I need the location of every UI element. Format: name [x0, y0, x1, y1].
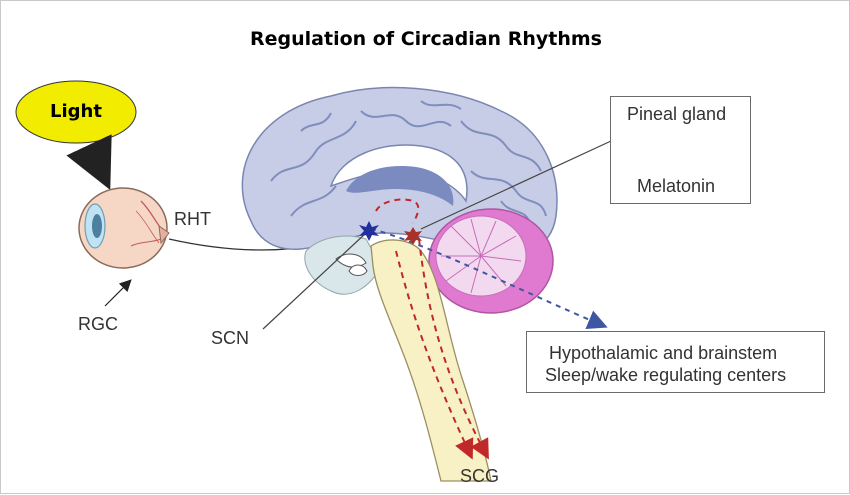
eye-icon — [78, 187, 170, 269]
ventricle — [346, 166, 454, 206]
red-descending-1 — [395, 250, 474, 460]
scg-label: SCG — [460, 466, 500, 486]
light-label: Light — [50, 101, 102, 122]
light-arrow — [66, 134, 112, 191]
midbrain-region — [304, 235, 382, 295]
hypothalamic-line1: Hypothalamic and brainstem — [549, 343, 778, 363]
sulci — [270, 100, 547, 227]
pineal-box: Pineal gland Melatonin — [610, 96, 751, 204]
melatonin-label: Melatonin — [637, 176, 716, 196]
rht-label: RHT — [174, 209, 211, 229]
page-title: Regulation of Circadian Rhythms — [250, 28, 602, 50]
pituitary — [348, 264, 368, 276]
scn-pointer — [262, 232, 367, 330]
hypothalamic-box: Hypothalamic and brainstem Sleep/wake re… — [526, 331, 825, 393]
rgc-pointer — [104, 279, 132, 307]
optic-chiasm — [335, 253, 367, 268]
scn-marker — [359, 221, 379, 241]
red-descending-2 — [418, 238, 489, 460]
pineal-marker — [404, 227, 422, 245]
scn-label: SCN — [211, 328, 250, 348]
pineal-label: Pineal gland — [627, 104, 727, 124]
blue-pathway — [370, 228, 608, 329]
hypothalamic-line2: Sleep/wake regulating centers — [545, 365, 787, 385]
cerebellum — [428, 208, 554, 314]
rgc-label: RGC — [78, 314, 118, 334]
pineal-pointer — [420, 140, 612, 230]
red-pathway — [375, 198, 420, 224]
